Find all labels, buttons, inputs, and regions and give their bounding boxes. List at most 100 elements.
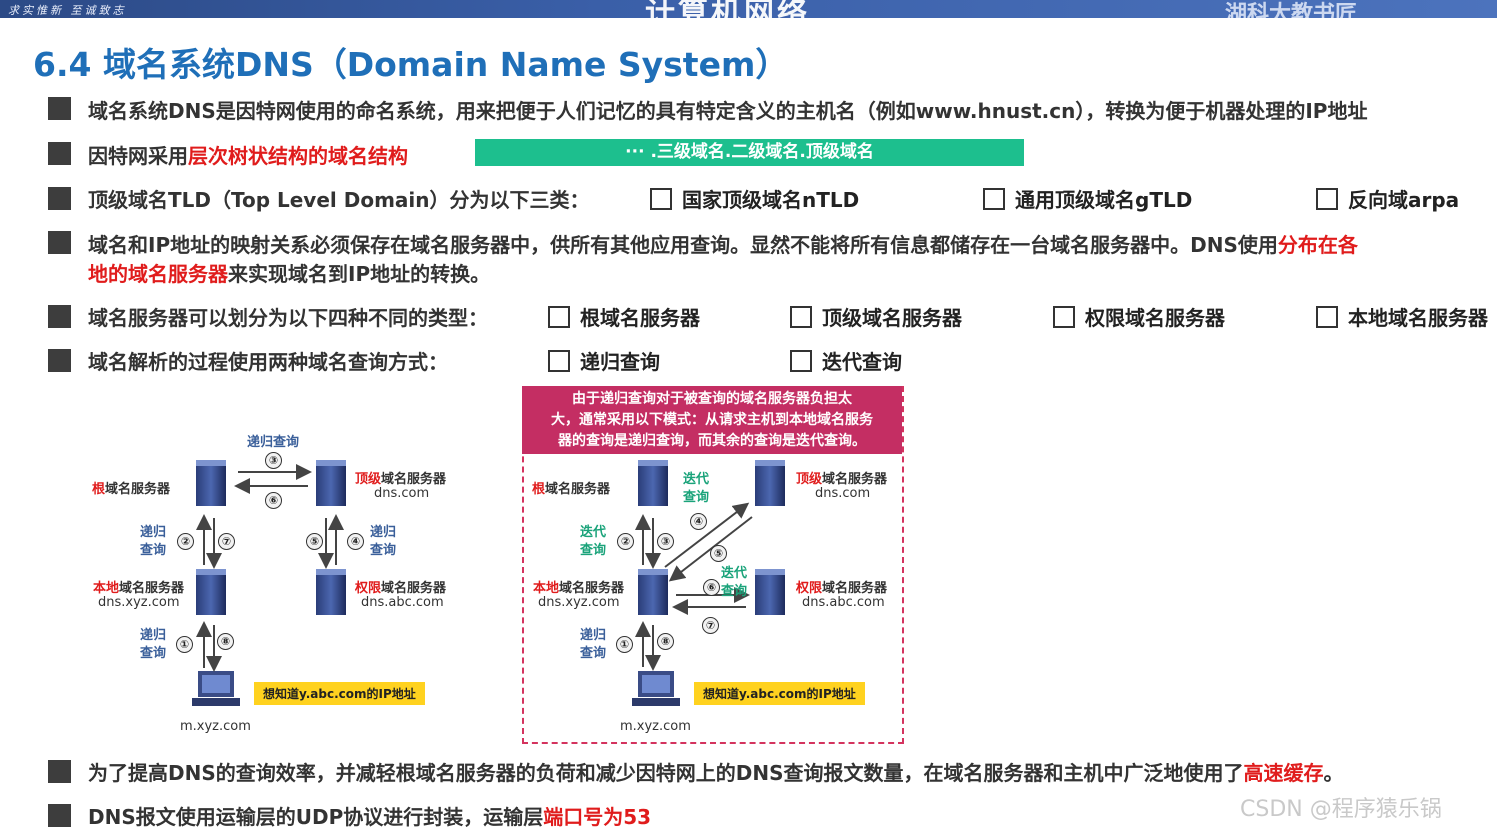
bullet-3-text: 顶级域名TLD（Top Level Domain）分为以下三类： <box>88 188 590 212</box>
iterative-note-box: 由于递归查询对于被查询的域名服务器负担太 大，通常采用以下模式：从请求主机到本地… <box>522 386 902 454</box>
query-goal-note: 想知道y.abc.com的IP地址 <box>694 682 865 705</box>
iterative-query-label: 迭代查询 <box>720 566 747 599</box>
host-name: m.xyz.com <box>180 719 251 734</box>
bullet-marker <box>48 760 71 783</box>
tld-server-domain: dns.com <box>815 486 871 501</box>
step-number: ⑤ <box>306 533 323 550</box>
server-icon <box>316 460 346 506</box>
server-type-root: 根域名服务器 <box>548 302 700 331</box>
checkbox-icon <box>548 350 570 372</box>
server-icon <box>196 460 226 506</box>
step-number: ⑧ <box>217 633 234 650</box>
checkbox-icon <box>1053 306 1075 328</box>
tld-server-label: 顶级域名服务器 <box>355 472 447 487</box>
tld-option-arpa: 反向域arpa <box>1316 184 1459 213</box>
header-course-title: 计算机网络 <box>645 0 810 18</box>
checkbox-icon <box>650 188 672 210</box>
checkbox-icon <box>1316 306 1338 328</box>
server-type-tld: 顶级域名服务器 <box>790 302 962 331</box>
server-type-local: 本地域名服务器 <box>1316 302 1488 331</box>
query-type-recursive: 递归查询 <box>548 346 660 375</box>
step-number: ⑤ <box>710 545 727 562</box>
server-type-authoritative: 权限域名服务器 <box>1053 302 1225 331</box>
step-number: ⑥ <box>265 492 282 509</box>
bullet-marker <box>48 231 71 254</box>
auth-server-domain: dns.abc.com <box>802 595 885 610</box>
host-name: m.xyz.com <box>620 719 691 734</box>
tld-option-ntld: 国家顶级域名nTLD <box>650 184 859 213</box>
bullet-marker <box>48 349 71 372</box>
step-number: ④ <box>347 533 364 550</box>
step-number: ⑦ <box>702 617 719 634</box>
step-number: ③ <box>657 533 674 550</box>
tld-server-label: 顶级域名服务器 <box>796 472 888 487</box>
recursive-query-diagram <box>192 460 346 706</box>
checkbox-icon <box>1316 188 1338 210</box>
bullet-1-text: 域名系统DNS是因特网使用的命名系统，用来把便于人们记忆的具有特定含义的主机名（… <box>88 99 1368 123</box>
bullet-marker <box>48 305 71 328</box>
bullet-marker <box>48 804 71 827</box>
server-icon <box>638 569 668 615</box>
bullet-4-line1: 域名和IP地址的映射关系必须保存在域名服务器中，供所有其他应用查询。显然不能将所… <box>88 233 1358 257</box>
domain-structure-bar: ··· .三级域名.二级域名.顶级域名 <box>475 139 1024 166</box>
checkbox-icon <box>790 350 812 372</box>
step-number: ② <box>617 533 634 550</box>
computer-icon <box>192 671 240 706</box>
recursive-query-label: 递归查询 <box>139 628 166 661</box>
computer-icon <box>632 671 680 706</box>
step-number: ⑥ <box>703 579 720 596</box>
local-server-domain: dns.xyz.com <box>98 595 180 610</box>
server-icon <box>755 569 785 615</box>
csdn-watermark: CSDN @程序猿乐锅 <box>1240 797 1442 822</box>
bullet-4-line2: 地的域名服务器来实现域名到IP地址的转换。 <box>88 262 491 286</box>
checkbox-icon <box>790 306 812 328</box>
tld-server-domain: dns.com <box>374 486 430 501</box>
note-line: 器的查询是递归查询，而其余的查询是迭代查询。 <box>558 433 866 449</box>
header-motto: 求实惟新 至诚致志 <box>8 4 127 17</box>
recursive-query-label: 递归查询 <box>139 525 166 558</box>
recursive-query-label: 递归查询 <box>579 628 606 661</box>
note-line: 大，通常采用以下模式：从请求主机到本地域名服务 <box>551 412 873 428</box>
header-school: 湖科大教书匠 <box>1225 2 1358 18</box>
server-icon <box>638 460 668 506</box>
local-server-label: 本地域名服务器 <box>93 581 185 596</box>
recursive-query-label: 递归查询 <box>246 435 299 450</box>
step-number: ④ <box>690 513 707 530</box>
bullet-7-text: 为了提高DNS的查询效率，并减轻根域名服务器的负荷和减少因特网上的DNS查询报文… <box>88 761 1344 785</box>
header-banner: 求实惟新 至诚致志 计算机网络 湖科大教书匠 <box>0 0 1497 18</box>
bullet-2-text: 因特网采用层次树状结构的域名结构 <box>88 140 408 169</box>
recursive-query-label: 递归查询 <box>369 525 396 558</box>
server-icon <box>316 569 346 615</box>
tld-option-gtld: 通用顶级域名gTLD <box>983 184 1192 213</box>
local-server-domain: dns.xyz.com <box>538 595 620 610</box>
server-icon <box>196 569 226 615</box>
bullet-5-text: 域名服务器可以划分为以下四种不同的类型： <box>88 306 488 330</box>
checkbox-icon <box>983 188 1005 210</box>
step-number: ⑦ <box>218 533 235 550</box>
iterative-query-label: 迭代查询 <box>682 472 709 505</box>
checkbox-icon <box>548 306 570 328</box>
slide-title: 6.4 域名系统DNS（Domain Name System） <box>33 45 789 84</box>
bullet-6-text: 域名解析的过程使用两种域名查询方式： <box>88 350 448 374</box>
auth-server-label: 权限域名服务器 <box>355 581 447 596</box>
bullet-8-text: DNS报文使用运输层的UDP协议进行封装，运输层端口号为53 <box>88 805 652 829</box>
step-number: ① <box>176 636 193 653</box>
step-number: ③ <box>265 452 282 469</box>
root-server-label: 根域名服务器 <box>532 482 611 497</box>
note-line: 由于递归查询对于被查询的域名服务器负担太 <box>572 391 852 407</box>
bullet-2-highlight: 层次树状结构的域名结构 <box>188 144 408 168</box>
local-server-label: 本地域名服务器 <box>533 581 625 596</box>
auth-server-label: 权限域名服务器 <box>796 581 888 596</box>
bullet-marker <box>48 97 71 120</box>
bullet-marker <box>48 187 71 210</box>
step-number: ① <box>616 636 633 653</box>
step-number: ② <box>177 533 194 550</box>
bullet-2-prefix: 因特网采用 <box>88 144 188 168</box>
bullet-marker <box>48 142 71 165</box>
iterative-query-label: 迭代查询 <box>579 525 606 558</box>
step-number: ⑧ <box>657 633 674 650</box>
query-goal-note: 想知道y.abc.com的IP地址 <box>254 682 425 705</box>
root-server-label: 根域名服务器 <box>92 482 171 497</box>
auth-server-domain: dns.abc.com <box>361 595 444 610</box>
server-icon <box>755 460 785 506</box>
